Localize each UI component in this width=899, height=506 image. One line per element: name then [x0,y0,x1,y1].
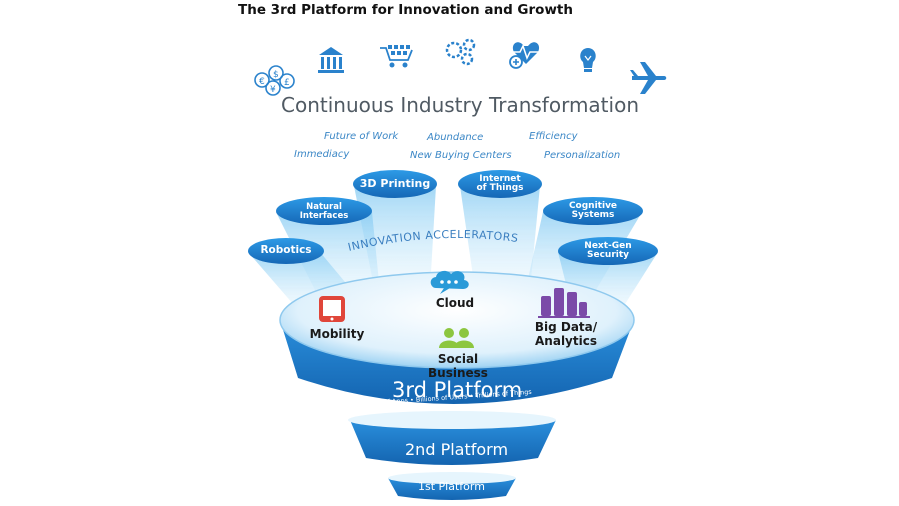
accelerator-robotics: Robotics [250,244,322,256]
cloud-icon [430,270,469,294]
svg-text:€: € [259,77,265,87]
currency-icon: € $ £ ¥ [254,65,295,96]
accelerator-label: Systems [571,210,615,221]
pillar-label: Business [428,366,488,381]
accelerator-label: Next-Gen [584,241,632,251]
pillar-social-business: Social Business [423,352,493,381]
accelerator-3d-printing: 3D Printing [355,178,435,190]
headline: Continuous Industry Transformation [281,93,639,117]
trend-abundance: Abundance [427,132,484,143]
accelerator-label: of Things [476,183,524,194]
third-platform-label: 3rd Platform [392,378,523,402]
accelerator-cognitive-systems: Cognitive Systems [548,201,638,221]
people-icon [439,328,474,348]
accelerator-internet-of-things: Internet of Things [460,174,540,194]
first-platform-label: 1st Platform [418,480,485,493]
second-platform-label: 2nd Platform [405,440,509,459]
accelerator-label: Internet [479,174,521,184]
accelerator-next-gen-security: Next-Gen Security [563,241,653,261]
accelerator-label: Cognitive [568,201,618,211]
svg-text:¥: ¥ [270,85,276,95]
first-platform-tier [388,472,516,500]
trend-immediacy: Immediacy [294,149,350,160]
svg-text:$: $ [273,70,279,80]
airplane-icon [630,62,667,94]
accelerator-label: Robotics [260,244,312,256]
accelerator-label: Interfaces [299,210,349,221]
trend-personalization: Personalization [544,150,621,161]
gears-icon [445,38,476,66]
mobile-device-icon [319,296,345,322]
pillar-label: Big Data/ [534,320,598,334]
accelerator-natural-interfaces: Natural Interfaces [281,203,367,221]
second-platform-tier [348,411,556,465]
accelerator-pills [248,170,658,265]
accelerator-label: Security [586,250,630,261]
svg-text:£: £ [284,78,290,88]
health-icon [509,42,540,69]
accelerator-label: Natural [306,202,342,212]
bank-icon [318,47,344,73]
pillar-mobility: Mobility [302,327,372,341]
lightbulb-icon [580,48,596,72]
bar-chart-icon [538,288,590,318]
shopping-cart-icon [380,45,413,68]
page-title: The 3rd Platform for Innovation and Grow… [238,2,573,18]
accelerator-label: 3D Printing [359,177,431,190]
trend-future-of-work: Future of Work [324,131,399,142]
pillar-label: Cloud [435,296,475,310]
pillar-label: Social [437,352,479,366]
pillar-cloud: Cloud [425,296,485,310]
pillar-big-data-analytics: Big Data/ Analytics [530,320,602,349]
pillar-label: Analytics [535,334,597,349]
pillar-label: Mobility [309,327,365,341]
trend-efficiency: Efficiency [529,131,578,142]
trend-new-buying-centers: New Buying Centers [410,150,512,161]
